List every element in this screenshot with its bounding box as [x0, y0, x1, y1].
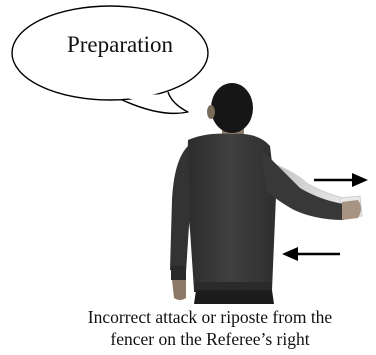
pants — [194, 290, 274, 304]
referee-figure — [170, 83, 361, 304]
arrow-left-icon — [282, 247, 340, 261]
speech-bubble-text: Preparation — [66, 32, 173, 57]
caption-line-1: Incorrect attack or riposte from the — [87, 307, 333, 327]
speech-bubble — [11, 5, 209, 115]
arrow-right-icon — [314, 173, 368, 187]
caption: Incorrect attack or riposte from the fen… — [60, 306, 360, 350]
extended-arm — [262, 150, 344, 220]
sweater — [186, 133, 276, 290]
head — [211, 83, 253, 133]
caption-line-2: fencer on the Referee’s right — [110, 329, 310, 349]
